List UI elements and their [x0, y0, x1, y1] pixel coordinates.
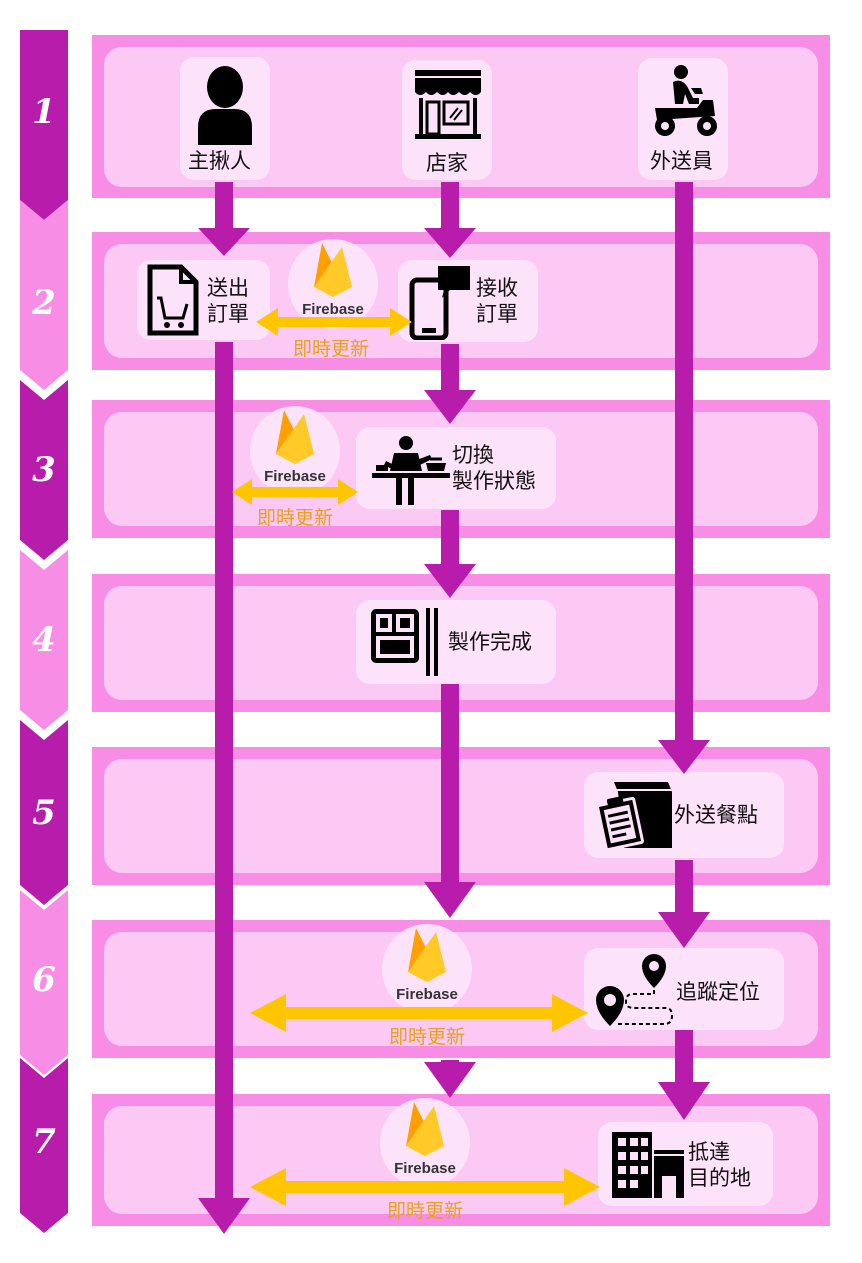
store-arrowhead-4 — [424, 882, 476, 918]
firebase-label-step7: Firebase — [394, 1160, 456, 1177]
receive-order-label-2: 訂單 — [476, 302, 518, 326]
bento-box-icon — [371, 608, 438, 676]
step-chevron-7 — [20, 1058, 68, 1233]
step-number-3: 3 — [32, 450, 56, 490]
sync-label-step3: 即時更新 — [256, 507, 333, 529]
cart-document-icon — [147, 264, 199, 336]
delivery-box-clipboard-icon — [596, 782, 672, 852]
action-card-made: 製作完成 — [356, 600, 556, 684]
arrive-label-2: 目的地 — [688, 1166, 751, 1190]
action-card-send-order: 送出 訂單 — [137, 260, 270, 340]
step-number-4: 4 — [32, 620, 56, 660]
step-number-7: 7 — [32, 1122, 56, 1162]
step-number-5: 5 — [32, 793, 56, 833]
store-arrowhead-5 — [424, 1062, 476, 1098]
firebase-icon — [408, 928, 446, 982]
step-number-2: 2 — [32, 283, 56, 323]
deliver-label: 外送餐點 — [674, 803, 758, 827]
firebase-icon — [276, 410, 314, 464]
route-pin-icon — [596, 954, 674, 1026]
store-flow-line-5 — [441, 1060, 459, 1066]
arrive-label-1: 抵達 — [688, 1140, 730, 1164]
actor-label-store: 店家 — [426, 151, 468, 175]
step-chevron-4 — [20, 550, 68, 730]
actor-card-courier: 外送員 — [638, 58, 728, 180]
sync-label-step7: 即時更新 — [386, 1200, 463, 1222]
track-label: 追蹤定位 — [676, 980, 760, 1004]
sync-label-step6: 即時更新 — [388, 1026, 465, 1048]
phone-message-icon — [409, 266, 470, 340]
switch-status-label-2: 製作狀態 — [452, 469, 536, 493]
step-chevron-3 — [20, 380, 68, 560]
action-card-arrive: 抵達 目的地 — [598, 1122, 773, 1206]
step-number-6: 6 — [32, 960, 56, 1000]
send-order-label-1: 送出 — [207, 276, 249, 300]
made-label: 製作完成 — [448, 630, 532, 654]
actor-label-courier: 外送員 — [650, 149, 713, 173]
action-card-deliver: 外送餐點 — [584, 772, 784, 858]
actor-card-store: 店家 — [402, 60, 492, 180]
send-order-label-2: 訂單 — [207, 302, 249, 326]
switch-status-label-1: 切換 — [452, 443, 494, 467]
firebase-icon — [314, 243, 352, 297]
chef-cooking-icon — [372, 436, 450, 505]
step-chevron-1 — [20, 30, 68, 220]
scooter-rider-icon — [655, 65, 717, 136]
firebase-label-step2: Firebase — [302, 301, 364, 318]
sync-label-step2: 即時更新 — [292, 338, 369, 360]
actor-card-host: 主揪人 — [180, 57, 270, 180]
action-card-track: 追蹤定位 — [584, 948, 784, 1030]
person-icon — [198, 66, 252, 145]
actor-label-host: 主揪人 — [188, 149, 251, 173]
step-number-1: 1 — [32, 92, 56, 132]
step-chevron-5 — [20, 720, 68, 905]
action-card-receive-order: 接收 訂單 — [398, 260, 538, 342]
buildings-icon — [612, 1132, 684, 1198]
firebase-badge-step3: Firebase — [250, 406, 340, 496]
step-chevron-2 — [20, 200, 68, 390]
firebase-label-step3: Firebase — [264, 468, 326, 485]
receive-order-label-1: 接收 — [476, 276, 518, 300]
action-card-switch-status: 切換 製作狀態 — [356, 427, 556, 509]
firebase-icon — [406, 1102, 444, 1156]
firebase-badge-step6: Firebase — [382, 924, 472, 1014]
firebase-badge-step2: Firebase — [288, 239, 378, 329]
firebase-badge-step7: Firebase — [380, 1098, 470, 1188]
step-chevron-6 — [20, 890, 68, 1075]
firebase-label-step6: Firebase — [396, 986, 458, 1003]
store-icon — [415, 70, 481, 139]
